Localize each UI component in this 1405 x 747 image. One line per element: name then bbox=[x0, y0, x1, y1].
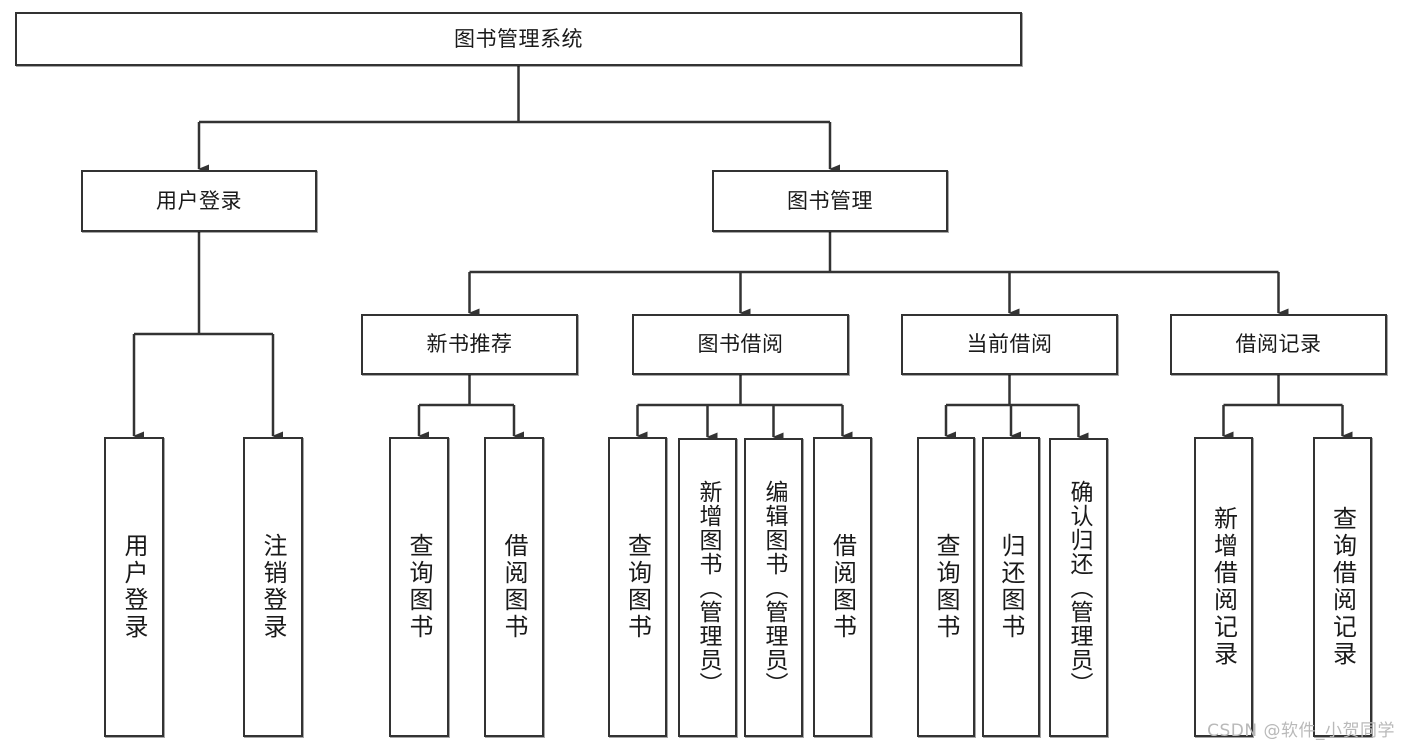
edges-group bbox=[132, 66, 1353, 442]
node-label: 查询图书 bbox=[405, 533, 433, 641]
node-book-borrow: 图书借阅 bbox=[632, 314, 849, 375]
node-leaf-query-book-3: 查询图书 bbox=[917, 437, 975, 737]
node-label: 查询图书 bbox=[932, 533, 960, 641]
node-leaf-add-record: 新增借阅记录 bbox=[1194, 437, 1253, 737]
node-label: 编辑图书（管理员） bbox=[761, 479, 787, 696]
node-label: 归还图书 bbox=[997, 533, 1025, 641]
node-leaf-borrow-book-1: 借阅图书 bbox=[484, 437, 544, 737]
node-label: 确认归还（管理员） bbox=[1066, 479, 1092, 696]
node-label: 注销登录 bbox=[259, 533, 287, 641]
node-label: 用户登录 bbox=[120, 533, 148, 641]
node-label: 图书管理系统 bbox=[454, 26, 583, 51]
node-label: 图书管理 bbox=[787, 188, 873, 213]
node-leaf-confirm-return-admin: 确认归还（管理员） bbox=[1049, 438, 1108, 737]
node-leaf-user-login: 用户登录 bbox=[104, 437, 164, 737]
node-leaf-query-book-1: 查询图书 bbox=[389, 437, 449, 737]
node-leaf-add-book-admin: 新增图书（管理员） bbox=[678, 438, 737, 737]
node-label: 图书借阅 bbox=[697, 332, 784, 357]
node-leaf-return-book: 归还图书 bbox=[982, 437, 1040, 737]
node-label: 查询图书 bbox=[623, 533, 652, 641]
node-label: 借阅图书 bbox=[828, 533, 857, 641]
node-leaf-user-logout: 注销登录 bbox=[243, 437, 303, 737]
node-root: 图书管理系统 bbox=[15, 12, 1022, 66]
node-leaf-edit-book-admin: 编辑图书（管理员） bbox=[744, 438, 803, 737]
node-user-login: 用户登录 bbox=[81, 170, 317, 232]
node-label: 新书推荐 bbox=[426, 332, 513, 357]
node-leaf-borrow-book-2: 借阅图书 bbox=[813, 437, 872, 737]
node-label: 新增图书（管理员） bbox=[695, 479, 721, 696]
node-label: 借阅记录 bbox=[1235, 332, 1322, 357]
node-book-manage: 图书管理 bbox=[712, 170, 948, 232]
node-label: 当前借阅 bbox=[966, 332, 1053, 357]
node-label: 查询借阅记录 bbox=[1328, 506, 1357, 668]
node-borrow-record: 借阅记录 bbox=[1170, 314, 1387, 375]
node-leaf-query-book-2: 查询图书 bbox=[608, 437, 667, 737]
node-current-borrow: 当前借阅 bbox=[901, 314, 1118, 375]
node-label: 用户登录 bbox=[156, 188, 242, 213]
node-label: 新增借阅记录 bbox=[1209, 506, 1238, 668]
node-label: 借阅图书 bbox=[500, 533, 528, 641]
node-leaf-query-record: 查询借阅记录 bbox=[1313, 437, 1372, 737]
node-new-book-rec: 新书推荐 bbox=[361, 314, 578, 375]
